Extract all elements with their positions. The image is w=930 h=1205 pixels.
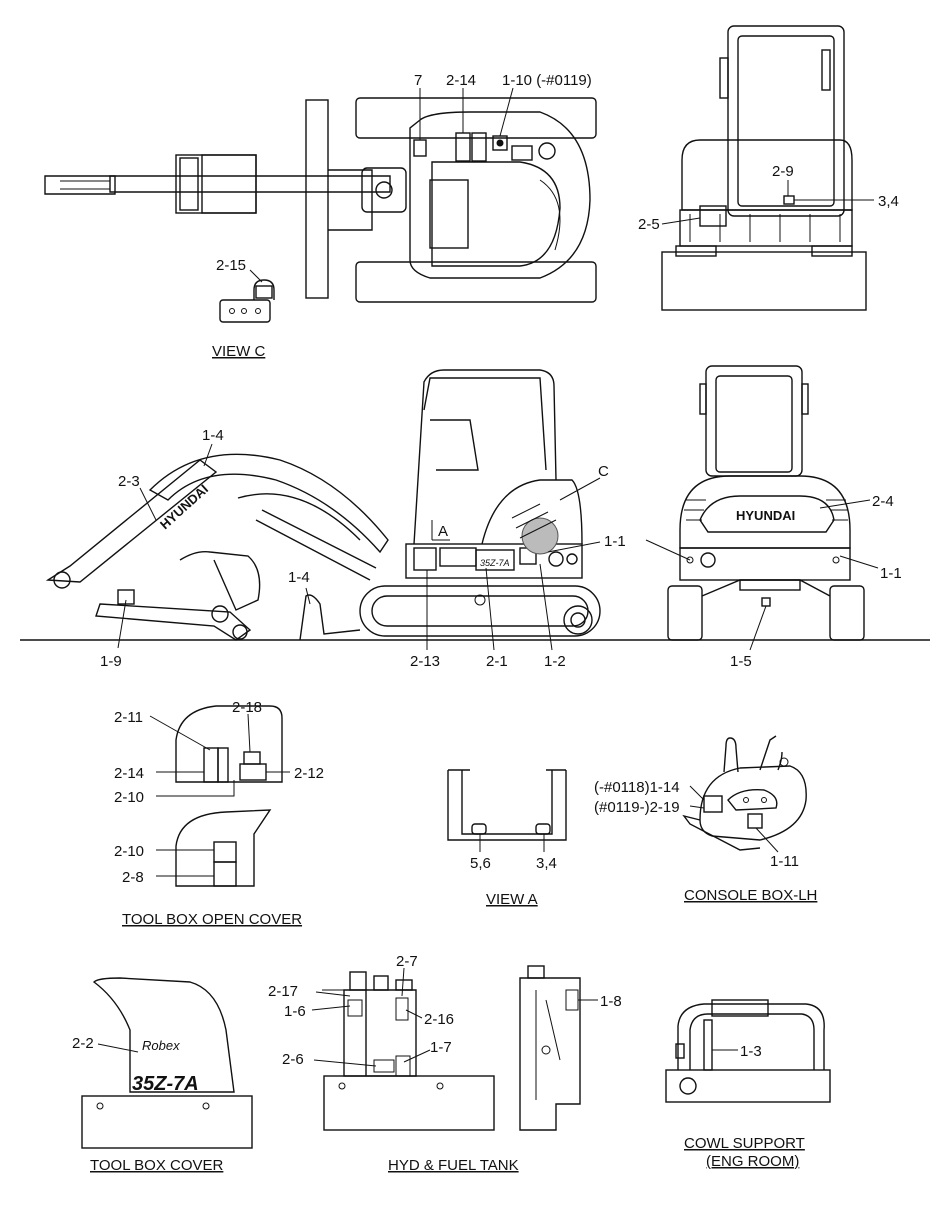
view-marker-a: A	[438, 523, 448, 540]
label-3-4-view-a: 3,4	[536, 855, 557, 872]
label-1-1-side: 1-1	[604, 533, 626, 550]
label-1-4-arm: 1-4	[202, 427, 224, 444]
hyd-fuel-tank	[322, 971, 495, 1131]
label-2-18: 2-18	[232, 699, 262, 716]
caption-toolbox-open: TOOL BOX OPEN COVER	[122, 911, 302, 928]
label-2-16: 2-16	[424, 1011, 454, 1028]
label-1-4-blade: 1-4	[288, 569, 310, 586]
side-view-machine: 35Z-7A HYUNDAI	[45, 369, 601, 641]
label-2-2: 2-2	[72, 1035, 94, 1052]
label-2-12: 2-12	[294, 765, 324, 782]
robex-decal: Robex	[142, 1038, 180, 1053]
label-3-4-rear: 3,4	[878, 193, 899, 210]
label-1-1-back: 1-1	[880, 565, 902, 582]
rear-view-machine	[661, 25, 867, 311]
console-box-lh	[682, 735, 807, 851]
label-2-7: 2-7	[396, 953, 418, 970]
cowl-support	[665, 999, 831, 1103]
label-1-6: 1-6	[284, 1003, 306, 1020]
label-2-14-toolbox: 2-14	[114, 765, 144, 782]
back-view-machine: HYUNDAI	[667, 365, 865, 641]
label-2-17: 2-17	[268, 983, 298, 1000]
label-1-5: 1-5	[730, 653, 752, 670]
label-1-8: 1-8	[600, 993, 622, 1010]
label-2-8: 2-8	[122, 869, 144, 886]
label-1-10: 1-10 (-#0119)	[502, 72, 592, 89]
toolbox-cover: Robex 35Z-7A	[81, 977, 253, 1149]
caption-view-c: VIEW C	[212, 343, 266, 360]
label-2-13: 2-13	[410, 653, 440, 670]
label-1-2: 1-2	[544, 653, 566, 670]
view-a-frame	[447, 769, 567, 841]
label-2-11: 2-11	[114, 709, 143, 726]
label-2-19: (#0119-)2-19	[594, 799, 680, 816]
top-view-machine	[44, 97, 597, 303]
label-1-14: (-#0118)1-14	[594, 779, 680, 796]
model-decal: 35Z-7A	[132, 1073, 199, 1095]
label-2-4: 2-4	[872, 493, 894, 510]
label-2-9: 2-9	[772, 163, 794, 180]
label-2-15: 2-15	[216, 257, 246, 274]
label-1-11: 1-11	[770, 853, 799, 870]
caption-cowl-line2: (ENG ROOM)	[706, 1153, 799, 1170]
hyd-tank-side	[519, 965, 581, 1131]
label-5-6: 5,6	[470, 855, 491, 872]
caption-cowl-line1: COWL SUPPORT	[684, 1135, 805, 1152]
label-2-5: 2-5	[638, 216, 660, 233]
caption-toolbox-cover: TOOL BOX COVER	[90, 1157, 224, 1174]
caption-hyd-fuel: HYD & FUEL TANK	[388, 1157, 519, 1174]
label-2-14-top: 2-14	[446, 72, 476, 89]
label-2-1: 2-1	[486, 653, 508, 670]
back-hyundai-decal: HYUNDAI	[736, 508, 795, 523]
label-1-3: 1-3	[740, 1043, 762, 1060]
label-2-6: 2-6	[282, 1051, 304, 1068]
label-7: 7	[414, 72, 422, 89]
toolbox-open-cover	[175, 705, 283, 887]
side-model-badge: 35Z-7A	[480, 558, 510, 568]
caption-view-a: VIEW A	[486, 891, 538, 908]
label-2-10-a: 2-10	[114, 789, 144, 806]
caption-console-box: CONSOLE BOX-LH	[684, 887, 817, 904]
label-c-side: C	[598, 463, 609, 480]
label-2-10-b: 2-10	[114, 843, 144, 860]
label-1-9: 1-9	[100, 653, 122, 670]
label-2-3: 2-3	[118, 473, 140, 490]
view-c-switch	[219, 279, 275, 323]
label-1-7: 1-7	[430, 1039, 452, 1056]
